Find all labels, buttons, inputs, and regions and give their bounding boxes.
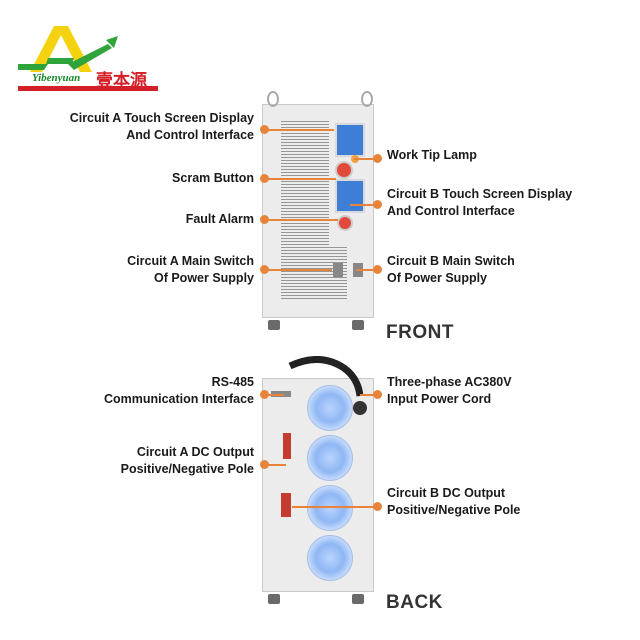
circuit-b-screen xyxy=(335,179,365,213)
front-cabinet xyxy=(262,91,374,318)
scram-button xyxy=(335,161,353,179)
leader-line xyxy=(266,129,334,131)
back-wheel-right xyxy=(352,594,364,604)
fan-3 xyxy=(307,485,353,531)
callout-dot xyxy=(373,502,382,511)
callout-work-tip-lamp: Work Tip Lamp xyxy=(387,148,477,162)
callout-dot xyxy=(260,390,269,399)
back-wheel-left xyxy=(268,594,280,604)
main-switch-a xyxy=(333,263,343,277)
front-handle-right xyxy=(361,91,373,107)
leader-line xyxy=(266,394,284,396)
brand-logo-icon xyxy=(18,26,158,91)
callout-circuit-b-dc: Circuit B DC Output Positive/Negative Po… xyxy=(387,486,521,517)
power-cord-gland xyxy=(353,401,367,415)
leader-line xyxy=(266,219,338,221)
brand-name-latin: Yibenyuan xyxy=(32,72,81,84)
callout-dot xyxy=(373,390,382,399)
callout-scram-button: Scram Button xyxy=(172,171,254,185)
callout-dot xyxy=(260,215,269,224)
callout-dot xyxy=(260,125,269,134)
power-cord xyxy=(288,356,364,397)
brand-name-chinese: 壹本源 xyxy=(96,71,147,91)
front-handle-left xyxy=(267,91,279,107)
callout-circuit-b-screen: Circuit B Touch Screen Display And Contr… xyxy=(387,187,573,218)
front-section-label: FRONT xyxy=(386,322,454,343)
circuit-b-dc-terminal xyxy=(281,493,291,517)
front-wheel-right xyxy=(352,320,364,330)
callout-circuit-a-switch: Circuit A Main Switch Of Power Supply xyxy=(127,254,254,285)
circuit-a-screen xyxy=(335,123,365,157)
callout-circuit-a-dc: Circuit A DC Output Positive/Negative Po… xyxy=(120,445,254,476)
leader-line xyxy=(292,506,376,508)
leader-line xyxy=(350,204,376,206)
leader-line xyxy=(266,269,332,271)
fan-1 xyxy=(307,385,353,431)
fan-4 xyxy=(307,535,353,581)
back-cabinet xyxy=(262,378,374,592)
callout-circuit-b-switch: Circuit B Main Switch Of Power Supply xyxy=(387,254,515,285)
callout-dot xyxy=(260,460,269,469)
back-section-label: BACK xyxy=(386,592,443,613)
fan-2 xyxy=(307,435,353,481)
callout-rs485: RS-485 Communication Interface xyxy=(103,375,254,406)
callout-dot xyxy=(373,265,382,274)
callout-dot xyxy=(260,174,269,183)
callout-fault-alarm: Fault Alarm xyxy=(185,212,254,226)
front-wheel-left xyxy=(268,320,280,330)
callout-dot xyxy=(260,265,269,274)
callout-circuit-a-screen: Circuit A Touch Screen Display And Contr… xyxy=(69,111,254,142)
leader-line xyxy=(354,158,376,160)
circuit-a-dc-terminal xyxy=(283,433,291,459)
front-vent-panel xyxy=(281,119,329,299)
leader-line xyxy=(356,269,376,271)
callout-dot xyxy=(373,154,382,163)
brand-logo: Yibenyuan 壹本源 xyxy=(18,20,158,95)
callout-power-cord: Three-phase AC380V Input Power Cord xyxy=(387,375,512,406)
leader-line xyxy=(266,464,286,466)
leader-line xyxy=(266,178,336,180)
fault-alarm xyxy=(337,215,353,231)
leader-line xyxy=(360,394,376,396)
callout-dot xyxy=(373,200,382,209)
